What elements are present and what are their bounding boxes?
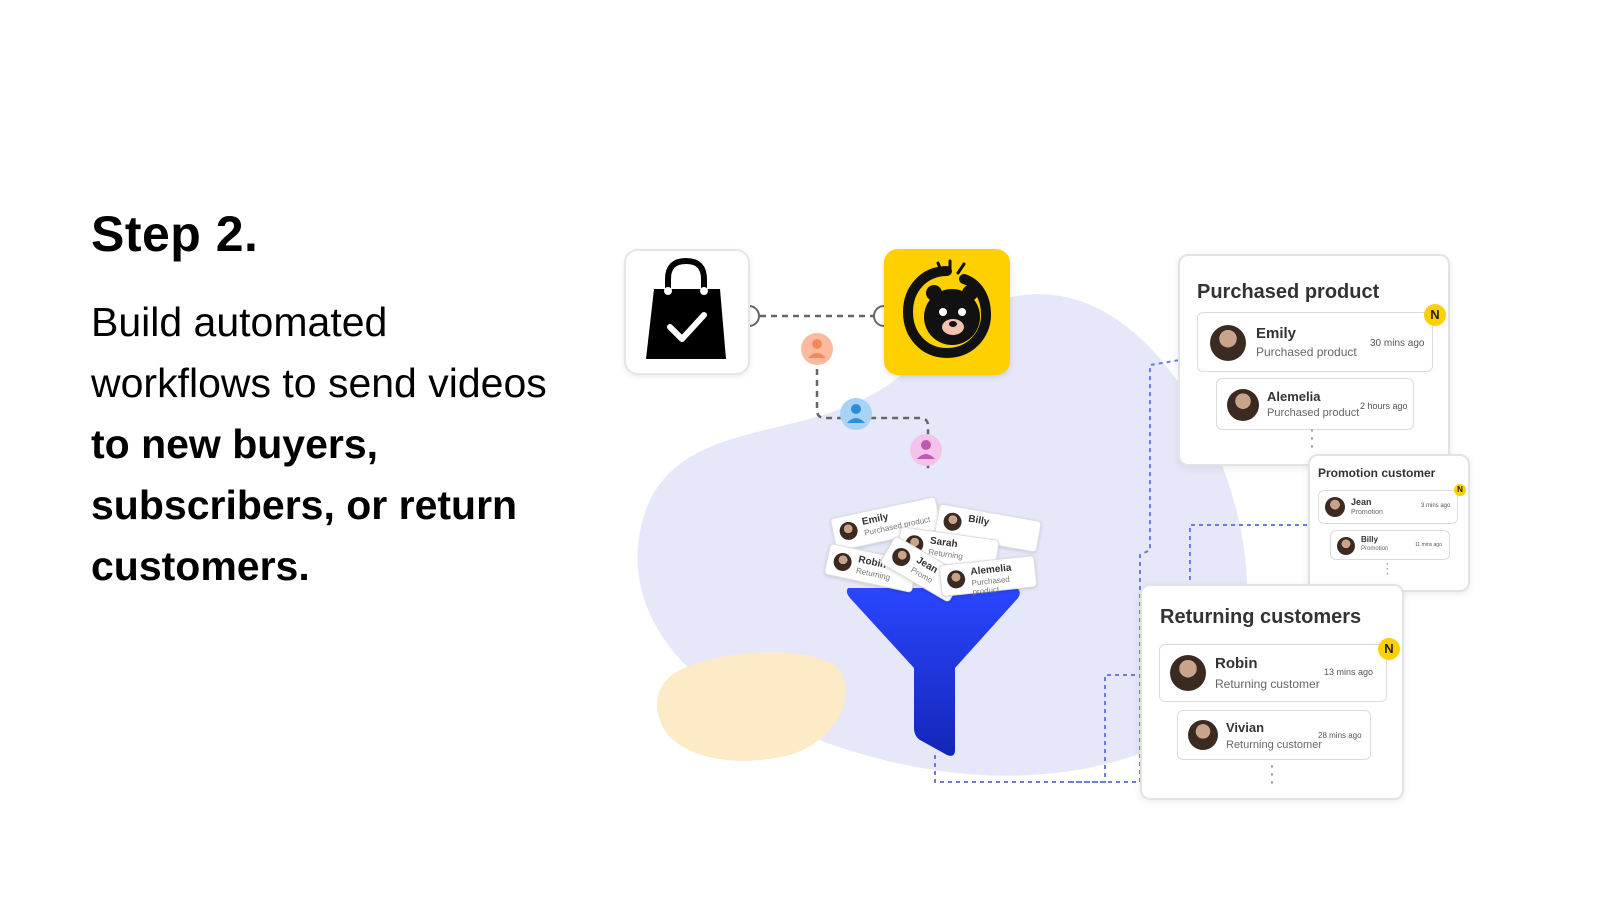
contact-row[interactable]: Alemelia Purchased product 2 hours ago <box>1216 378 1414 430</box>
description-line-3: to new buyers, <box>91 421 379 467</box>
contact-time: 2 hours ago <box>1360 401 1408 411</box>
card-title: Purchased product <box>1197 281 1380 303</box>
user-dot-pink <box>910 434 942 466</box>
description-line-2: workflows to send videos <box>91 360 547 406</box>
card-title: Returning customers <box>1160 606 1362 628</box>
contact-status: Promotion <box>1351 509 1383 516</box>
contact-time: 3 mins ago <box>1421 503 1451 509</box>
routing-connector <box>934 359 1310 783</box>
contact-row[interactable]: Billy Promotion 11 mins ago <box>1330 530 1450 560</box>
description-line-5: customers. <box>91 543 310 589</box>
accent-blob <box>656 652 846 761</box>
new-badge: N <box>1424 304 1446 326</box>
avatar <box>1170 655 1206 691</box>
avatar <box>837 520 860 542</box>
contact-name: Alemelia <box>1267 389 1321 404</box>
contact-name: Emily <box>1256 325 1297 342</box>
contact-name: Jean <box>1351 497 1372 507</box>
funnel-icon <box>846 588 1020 756</box>
avatar <box>1227 389 1259 421</box>
new-badge: N <box>1454 484 1466 496</box>
returning-customers-card[interactable]: Returning customers Robin Returning cust… <box>1140 584 1404 800</box>
step-description: Build automated workflows to send videos… <box>91 292 611 597</box>
contact-row[interactable]: Jean Promotion 3 mins ago <box>1318 490 1458 524</box>
contact-row[interactable]: Emily Purchased product 30 mins ago <box>1197 312 1433 372</box>
contact-time: 30 mins ago <box>1370 338 1425 349</box>
avatar <box>942 511 963 533</box>
more-indicator: ··· <box>1386 559 1389 579</box>
avatar <box>1210 325 1246 361</box>
contact-row[interactable]: Robin Returning customer 13 mins ago <box>1159 644 1387 702</box>
avatar <box>1188 720 1218 750</box>
avatar <box>888 544 914 570</box>
workflow-connector <box>760 314 930 470</box>
contact-status: Purchased product <box>1256 345 1357 359</box>
contact-time: 11 mins ago <box>1415 542 1442 548</box>
more-indicator: ··· <box>1310 422 1315 454</box>
avatar <box>1337 537 1355 555</box>
contact-time: 28 mins ago <box>1318 731 1362 740</box>
avatar <box>1325 497 1345 517</box>
description-line-1: Build automated <box>91 299 388 345</box>
description-line-4: subscribers, or return <box>91 482 518 528</box>
contact-status: Promotion <box>1361 546 1389 552</box>
contact-status: Returning customer <box>1215 677 1320 691</box>
promotion-customer-card[interactable]: Promotion customer Jean Promotion 3 mins… <box>1308 454 1470 592</box>
step-heading: Step 2. <box>91 206 259 262</box>
user-dot-orange <box>801 333 833 365</box>
user-dot-blue <box>840 398 872 430</box>
contact-name: Vivian <box>1226 720 1265 735</box>
contact-status: Returning customer <box>1226 739 1322 751</box>
contact-row[interactable]: Vivian Returning customer 28 mins ago <box>1177 710 1371 760</box>
contact-name: Robin <box>1215 655 1258 672</box>
purchased-product-card[interactable]: Purchased product Emily Purchased produc… <box>1178 254 1450 466</box>
contact-status: Purchased product <box>1267 407 1360 419</box>
bear-logo-icon <box>902 259 992 359</box>
avatar <box>946 569 967 590</box>
shopping-bag-check-icon <box>646 257 726 359</box>
contact-name: Billy <box>1361 535 1378 544</box>
card-title: Promotion customer <box>1318 466 1436 480</box>
brand-app-tile[interactable] <box>884 249 1010 375</box>
avatar <box>831 551 854 573</box>
contact-name: Billy <box>967 513 991 529</box>
new-badge: N <box>1378 638 1400 660</box>
more-indicator: ··· <box>1270 758 1275 790</box>
contact-time: 13 mins ago <box>1324 667 1374 677</box>
shop-trigger-tile[interactable] <box>624 249 750 375</box>
